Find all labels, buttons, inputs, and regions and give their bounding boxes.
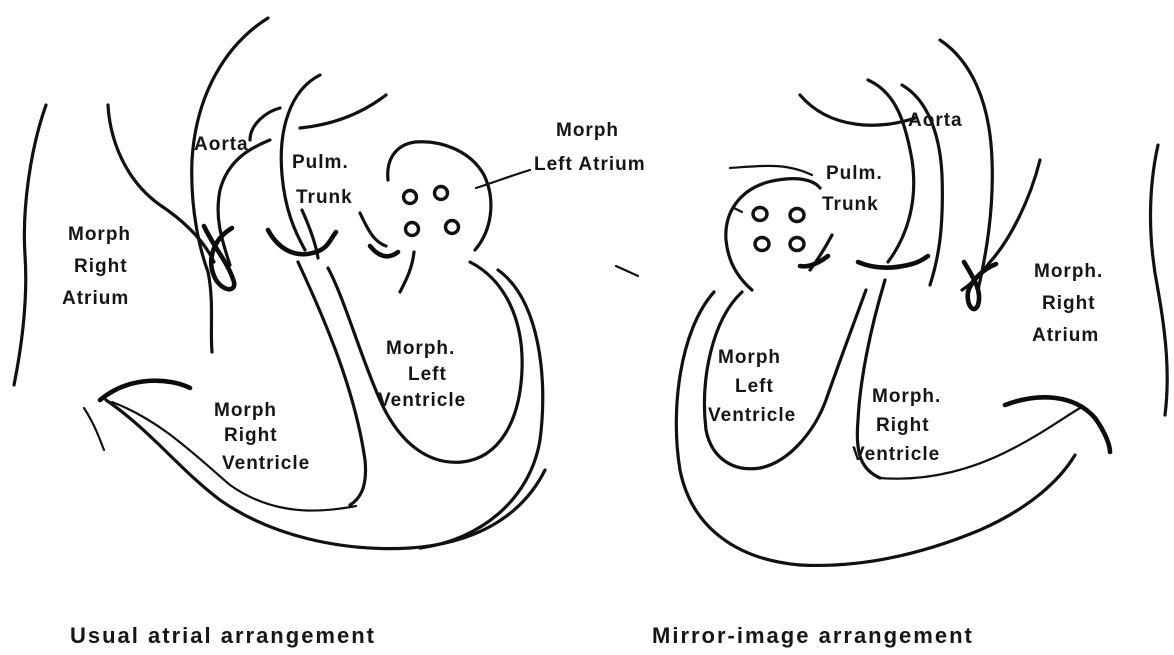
left-heart-septum-line	[400, 252, 414, 292]
right-heart-mitral-valve	[800, 256, 828, 266]
right-heart-left-ventricle-label-2: Left	[735, 376, 774, 397]
left-heart-aorta-inner	[218, 140, 270, 265]
right-heart-trunk-label: Trunk	[822, 194, 879, 215]
right-heart-right-atrium-label-3: Atrium	[1032, 325, 1099, 346]
left-heart-left-ventricle-label-3: Ventricle	[378, 390, 466, 411]
left-heart-pulmonary-vein-ostium	[435, 187, 448, 200]
left-heart-right-ventricle-label-1: Morph	[214, 400, 277, 421]
left-heart-left-ventricle-wall	[328, 262, 522, 462]
left-heart-right-atrium-label-1: Morph	[68, 224, 131, 245]
left-heart-pulmonary-vein-ostium	[446, 221, 459, 234]
left-heart-right-ventricle-label-2: Right	[224, 425, 278, 446]
right-heart-ostium-dash	[734, 208, 742, 212]
left-heart-right-atrium-label-3: Atrium	[62, 288, 129, 309]
left-heart-trunk-label: Trunk	[296, 187, 353, 208]
right-heart-right-atrium-label-2: Right	[1042, 293, 1096, 314]
right-heart-right-ventricle-label-1: Morph.	[872, 386, 941, 407]
right-heart-aorta-outer	[940, 40, 992, 290]
left-heart-pulmonary-vein-ostium	[404, 191, 417, 204]
right-heart-left-ventricle-wall	[705, 290, 867, 469]
left-heart-left-atrium-stub	[360, 213, 386, 246]
stray-mark	[616, 266, 638, 276]
left-heart-mitral-valve	[370, 246, 398, 256]
left-heart-pulmonary-vein-ostium	[406, 223, 419, 236]
left-heart-aorta-root	[250, 108, 280, 140]
left-heart-right-atrium-outline	[14, 105, 46, 385]
right-heart-aorta-label: Aorta	[908, 110, 963, 131]
left-heart-right-ventricle-label-3: Ventricle	[222, 453, 310, 474]
left-heart-right-atrium-label-2: Right	[74, 256, 128, 277]
shared-left-atrium-label: Morph Left Atrium	[476, 120, 812, 276]
left-heart-left-ventricle-label-1: Morph.	[386, 338, 455, 359]
right-heart-left-ventricle-label-3: Ventricle	[708, 405, 796, 426]
right-pointer-line	[730, 166, 812, 175]
right-heart-pulmonary-vein-ostium	[790, 209, 804, 222]
right-heart-pulm-label: Pulm.	[826, 163, 883, 184]
right-heart-left-ventricle-label-1: Morph	[718, 347, 781, 368]
left-heart-aorta-outer	[192, 18, 268, 352]
left-heart-pulm-trunk-top	[300, 95, 386, 128]
right-heart-right-atrium-outline	[1151, 145, 1168, 415]
right-heart-pulmonary-vein-ostium	[755, 238, 769, 251]
right-heart-right-ventricle-label-3: Ventricle	[852, 444, 940, 465]
right-heart: Aorta Pulm. Trunk Morph. Right Atrium Mo…	[652, 40, 1167, 648]
left-heart-pulm-label: Pulm.	[292, 152, 349, 173]
left-heart-right-ventricle-tip	[84, 408, 104, 450]
left-heart-aorta-label: Aorta	[194, 134, 249, 155]
left-heart: Aorta Pulm. Trunk Morph Right Atrium Mor…	[14, 18, 545, 648]
right-heart-pulm-valve	[858, 256, 928, 268]
right-heart-aorta-limb	[962, 160, 1040, 290]
left-heart-right-ventricle-outline	[100, 381, 190, 400]
right-heart-right-ventricle-label-2: Right	[876, 415, 930, 436]
right-heart-left-atrium-outline	[726, 179, 820, 290]
right-heart-pulmonary-vein-ostium	[790, 238, 804, 251]
right-heart-right-atrium-label-1: Morph.	[1034, 261, 1103, 282]
shared-label-line-1: Morph	[556, 120, 619, 141]
shared-label-line-2: Left Atrium	[534, 154, 646, 175]
right-heart-pulmonary-vein-ostium	[753, 208, 767, 221]
right-heart-left-ventricle-apex	[676, 292, 800, 565]
left-heart-left-ventricle-label-2: Left	[408, 364, 447, 385]
left-heart-caption: Usual atrial arrangement	[70, 623, 376, 648]
right-heart-right-ventricle-body	[800, 455, 1075, 565]
right-heart-caption: Mirror-image arrangement	[652, 623, 974, 648]
